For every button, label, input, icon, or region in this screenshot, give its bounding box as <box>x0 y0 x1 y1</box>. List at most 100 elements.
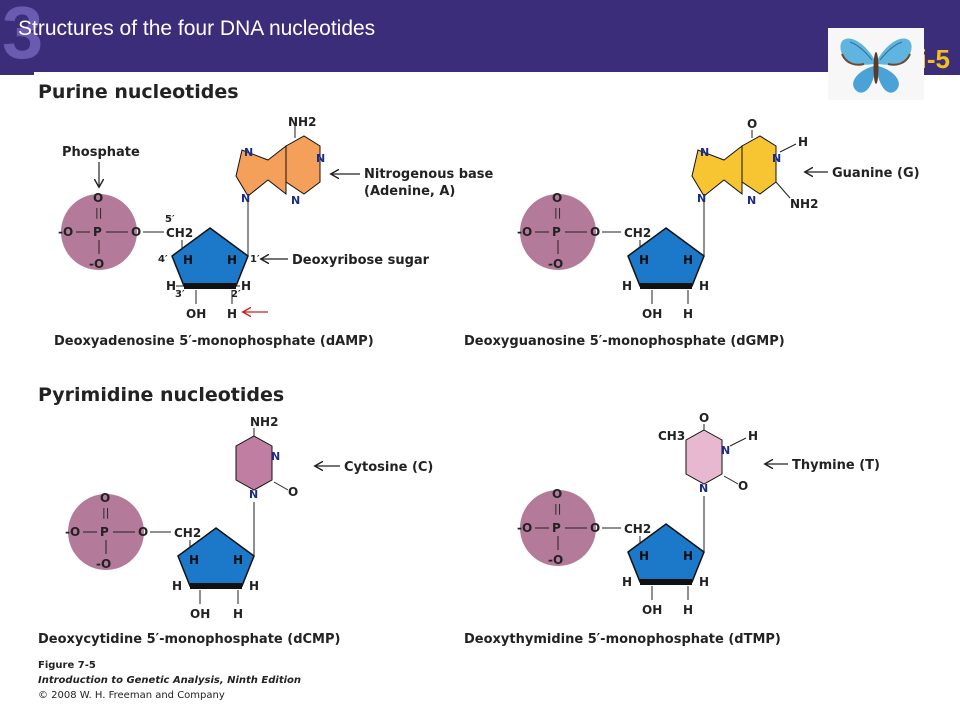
phosphate-group <box>520 194 596 270</box>
svg-text:O: O <box>699 411 709 425</box>
svg-text:2′: 2′ <box>231 289 241 300</box>
svg-text:H: H <box>166 279 176 293</box>
svg-text:CH3: CH3 <box>658 429 685 443</box>
svg-text:-O: -O <box>65 525 80 539</box>
svg-text:H: H <box>189 553 199 567</box>
nitrogenous-base-label: Nitrogenous base <box>364 167 494 182</box>
svg-text:H: H <box>699 575 709 589</box>
svg-text:O: O <box>138 525 148 539</box>
svg-text:O: O <box>288 485 298 499</box>
svg-text:4′: 4′ <box>158 254 168 265</box>
svg-text:P: P <box>552 225 561 239</box>
svg-text:H: H <box>622 279 632 293</box>
guanine-label: Guanine (G) <box>832 166 920 181</box>
pyrimidine-section-title: Pyrimidine nucleotides <box>38 384 284 406</box>
svg-text:H: H <box>227 253 237 267</box>
svg-text:NH2: NH2 <box>250 415 278 429</box>
slide-header <box>0 0 960 75</box>
purine-section-title: Purine nucleotides <box>38 81 239 103</box>
svg-text:H: H <box>639 549 649 563</box>
svg-text:O: O <box>552 191 562 205</box>
svg-text:||: || <box>102 506 109 519</box>
svg-text:N: N <box>249 488 258 501</box>
phosphate-group <box>68 494 144 570</box>
butterfly-logo <box>828 28 924 100</box>
svg-text:||: || <box>554 206 561 219</box>
svg-text:O: O <box>100 491 110 505</box>
svg-text:1′: 1′ <box>250 254 260 265</box>
svg-text:O: O <box>747 117 757 131</box>
svg-text:N: N <box>699 482 708 495</box>
svg-text:N: N <box>244 146 253 159</box>
dtmp-caption: Deoxythymidine 5′-monophosphate (dTMP) <box>464 632 781 647</box>
svg-text:-O: -O <box>517 225 532 239</box>
svg-text:H: H <box>183 253 193 267</box>
svg-text:H: H <box>683 603 693 617</box>
dcmp-caption: Deoxycytidine 5′-monophosphate (dCMP) <box>38 632 340 647</box>
svg-text:O: O <box>738 479 748 493</box>
svg-text:H: H <box>748 429 758 443</box>
svg-text:H: H <box>639 253 649 267</box>
phosphate-group <box>61 194 137 270</box>
svg-text:OH: OH <box>186 307 206 321</box>
deoxyribose-label: Deoxyribose sugar <box>292 253 430 268</box>
svg-text:N: N <box>316 152 325 165</box>
svg-text:H: H <box>683 307 693 321</box>
svg-text:OH: OH <box>642 603 662 617</box>
thymine-label: Thymine (T) <box>792 458 880 473</box>
svg-text:H: H <box>622 575 632 589</box>
svg-text:N: N <box>271 450 280 463</box>
svg-text:P: P <box>100 525 109 539</box>
svg-text:H: H <box>241 279 251 293</box>
svg-text:N: N <box>241 192 250 205</box>
svg-text:N: N <box>291 194 300 207</box>
svg-text:O: O <box>93 191 103 205</box>
svg-text:OH: OH <box>642 307 662 321</box>
svg-text:NH2: NH2 <box>790 197 818 211</box>
svg-text:N: N <box>700 146 709 159</box>
book-title: Introduction to Genetic Analysis, Ninth … <box>38 675 301 686</box>
slide-title: Structures of the four DNA nucleotides <box>18 17 376 40</box>
svg-text:-O: -O <box>58 225 73 239</box>
dcmp-structure: O || -O P O -O CH2 H H H H OH H NH2 N N … <box>38 415 433 647</box>
dgmp-structure: O || -O P O -O CH2 H H H H OH H O H NH2 … <box>464 117 920 349</box>
svg-text:H: H <box>683 549 693 563</box>
dtmp-structure: O || -O P O -O CH2 H H H H OH H O CH3 N … <box>464 411 880 647</box>
svg-text:P: P <box>93 225 102 239</box>
svg-text:5′: 5′ <box>165 214 175 225</box>
svg-text:-O: -O <box>89 257 104 271</box>
svg-text:||: || <box>554 502 561 515</box>
svg-text:P: P <box>552 521 561 535</box>
svg-text:H: H <box>683 253 693 267</box>
thymine-base <box>685 429 723 485</box>
svg-text:CH2: CH2 <box>166 226 193 240</box>
svg-text:H: H <box>172 579 182 593</box>
svg-text:H: H <box>227 307 237 321</box>
phosphate-label: Phosphate <box>62 145 140 160</box>
svg-text:O: O <box>552 487 562 501</box>
svg-text:N: N <box>772 152 781 165</box>
svg-text:H: H <box>233 607 243 621</box>
svg-text:O: O <box>590 225 600 239</box>
svg-text:N: N <box>697 192 706 205</box>
svg-text:3′: 3′ <box>175 289 185 300</box>
svg-text:N: N <box>721 444 730 457</box>
svg-text:H: H <box>233 553 243 567</box>
dgmp-caption: Deoxyguanosine 5′-monophosphate (dGMP) <box>464 334 785 349</box>
phosphate-group <box>520 490 596 566</box>
svg-text:O: O <box>131 225 141 239</box>
svg-text:H: H <box>249 579 259 593</box>
svg-text:CH2: CH2 <box>624 226 651 240</box>
svg-text:H: H <box>699 279 709 293</box>
damp-caption: Deoxyadenosine 5′-monophosphate (dAMP) <box>54 334 374 349</box>
svg-text:OH: OH <box>190 607 210 621</box>
svg-text:-O: -O <box>548 553 563 567</box>
svg-text:CH2: CH2 <box>174 526 201 540</box>
slide-number: 3 <box>2 0 44 74</box>
svg-text:-O: -O <box>517 521 532 535</box>
svg-text:O: O <box>590 521 600 535</box>
copyright: © 2008 W. H. Freeman and Company <box>38 690 225 701</box>
adenine-label: (Adenine, A) <box>364 184 455 199</box>
svg-text:H: H <box>798 135 808 149</box>
